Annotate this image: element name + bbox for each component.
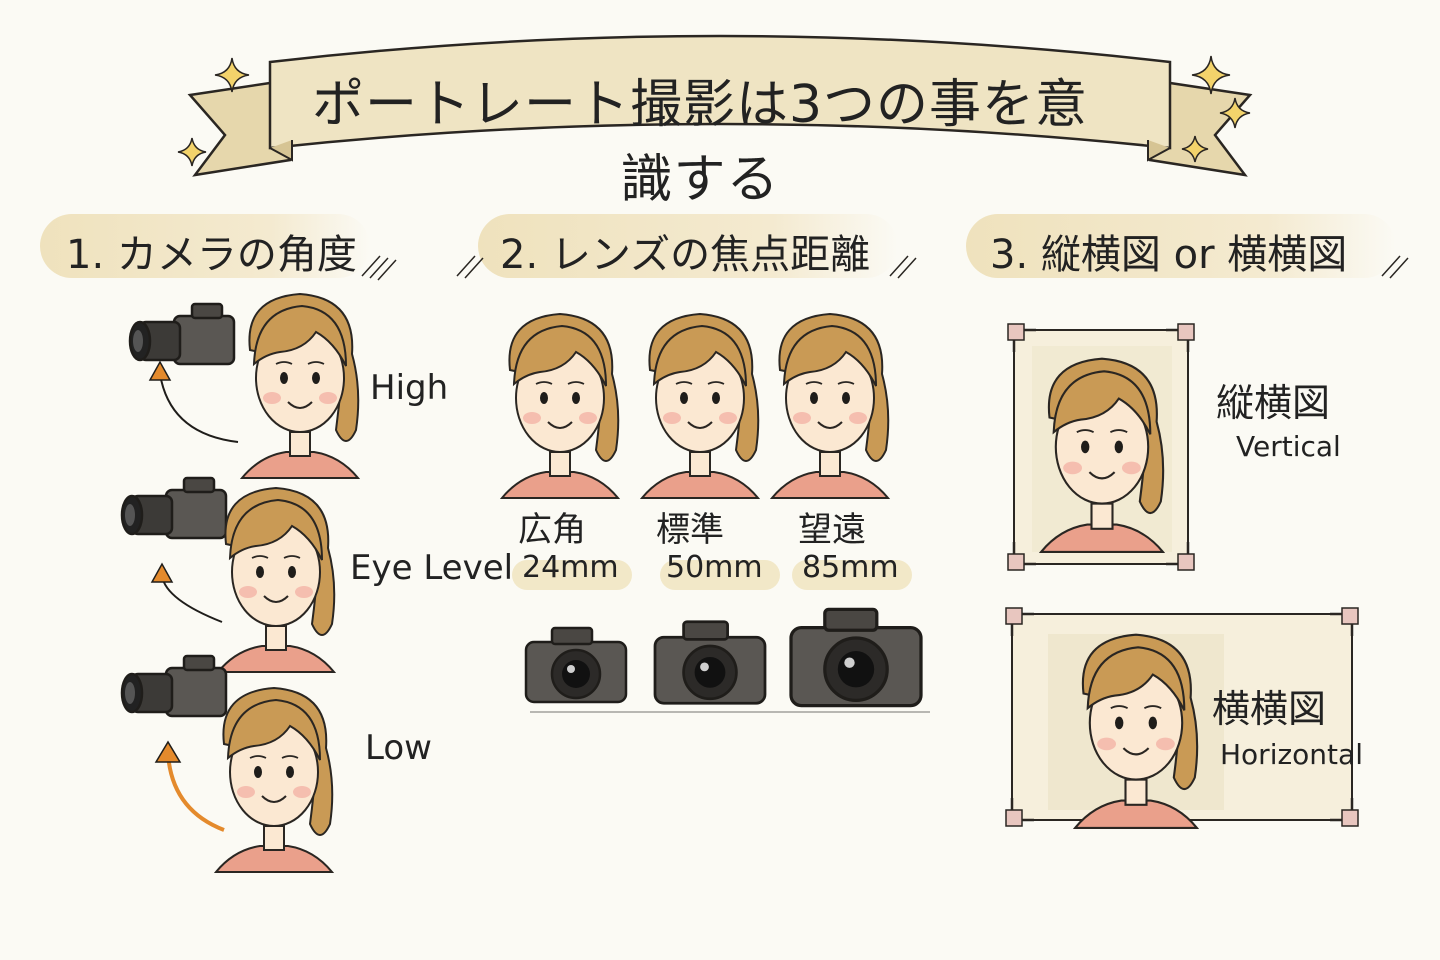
section-1-header-bg [40, 214, 370, 278]
sparkle-icon [214, 57, 250, 93]
angle-label-low: Low [365, 728, 432, 768]
section-2-header-bg [478, 214, 898, 278]
sparkle-icon [1191, 55, 1231, 95]
orientation-horizontal-en: Horizontal [1220, 738, 1363, 771]
label-wash [660, 560, 780, 590]
angle-label-high: High [370, 368, 449, 408]
section-2-title: 2. レンズの焦点距離 [500, 232, 871, 278]
camera-icon [789, 607, 923, 708]
hatch-strokes [889, 255, 917, 279]
vertical-frame [1006, 322, 1196, 572]
horizontal-frame [1004, 606, 1360, 829]
page-title: ポートレート撮影は3つの事を意識する [311, 75, 1089, 210]
angle-label-eye-level: Eye Level [350, 548, 514, 588]
portrait-tele [771, 313, 890, 499]
arrow-icon [150, 562, 223, 623]
camera-icon [524, 626, 628, 704]
portrait-wide [501, 313, 620, 499]
sparkle-icon [1219, 97, 1251, 129]
section-3-title: 3. 縦横図 or 横横図 [990, 232, 1348, 278]
label-wash [792, 560, 912, 590]
lens-name-standard: 標準 [656, 510, 724, 550]
hatch-strokes [1381, 255, 1409, 279]
camera-row [524, 607, 930, 713]
label-wash [512, 560, 632, 590]
lens-focal-wide: 24mm [522, 550, 619, 585]
hatch-strokes [456, 255, 484, 279]
portrait-low [215, 687, 334, 873]
lens-name-wide: 広角 [518, 510, 586, 550]
arrow-icon [154, 740, 225, 832]
arrow-icon [148, 360, 239, 443]
orientation-vertical-jp: 縦横図 [1216, 381, 1331, 425]
lens-focal-standard: 50mm [666, 550, 763, 585]
portrait-high [241, 293, 360, 479]
portrait-standard [641, 313, 760, 499]
portrait-eye-level [217, 487, 336, 673]
camera-icon [120, 476, 228, 540]
sparkle-icon [1181, 135, 1209, 163]
section-1-title: 1. カメラの角度 [66, 232, 357, 278]
hatch-strokes [361, 255, 397, 281]
sparkle-icon [177, 137, 207, 167]
camera-icon [120, 654, 228, 718]
lens-focal-tele: 85mm [802, 550, 899, 585]
title-banner [187, 34, 1253, 177]
camera-icon [653, 620, 767, 705]
lens-name-tele: 望遠 [798, 510, 866, 550]
orientation-vertical-en: Vertical [1236, 430, 1341, 463]
section-3-header-bg [966, 214, 1396, 278]
orientation-horizontal-jp: 横横図 [1212, 687, 1327, 731]
